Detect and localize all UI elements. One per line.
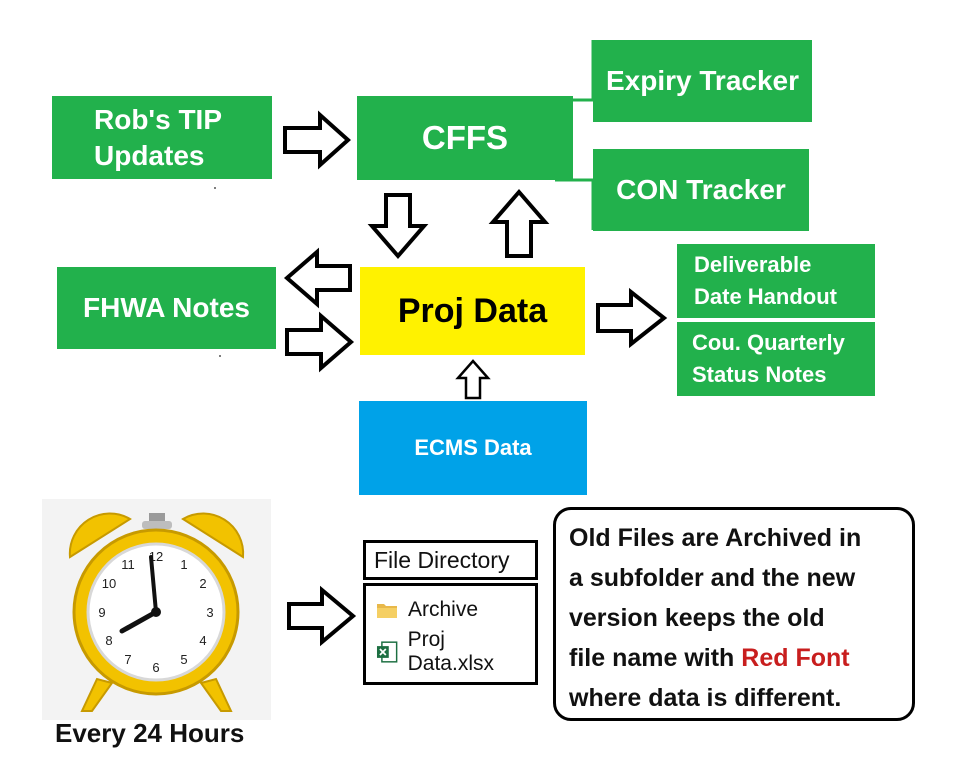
deliverable-line2: Date Handout <box>694 284 837 309</box>
archive-note-line5: where data is different. <box>569 684 842 712</box>
svg-text:9: 9 <box>98 605 105 620</box>
archive-note-line4: file name with Red Font <box>569 638 912 678</box>
quarterly-status-notes-node: Cou. Quarterly Status Notes <box>677 322 875 396</box>
projdata-to-fhwa-arrow <box>283 247 352 309</box>
fhwa-notes-node: FHWA Notes <box>57 267 276 349</box>
robs-tip-updates-label: Rob's TIP Updates <box>94 103 222 171</box>
alarm-clock-panel: 12 1 2 3 4 5 6 7 8 9 10 11 <box>42 499 271 720</box>
schedule-label: Every 24 Hours <box>55 718 245 748</box>
con-tracker-node: CON Tracker <box>593 149 809 231</box>
archive-note-line4-text: file name with <box>569 644 742 672</box>
ecms-to-projdata-arrow <box>455 359 491 400</box>
ecms-data-node: ECMS Data <box>359 401 587 495</box>
svg-text:10: 10 <box>102 576 116 591</box>
proj-data-label: Proj Data <box>397 291 548 330</box>
archive-note: Old Files are Archived in a subfolder an… <box>553 507 915 721</box>
proj-data-node: Proj Data <box>360 267 585 355</box>
expiry-tracker-node: Expiry Tracker <box>593 40 812 122</box>
quarterly-line1: Cou. Quarterly <box>692 330 845 355</box>
archive-note-line3: version keeps the old <box>569 604 825 632</box>
excel-file-icon <box>376 641 398 663</box>
red-font-text: Red Font <box>741 644 850 672</box>
robs-tip-updates-node: Rob's TIP Updates <box>52 96 272 179</box>
file-item-archive-label: Archive <box>408 598 479 621</box>
svg-text:4: 4 <box>199 633 206 648</box>
svg-text:11: 11 <box>121 557 135 572</box>
file-directory-list: Archive Proj Data.xlsx <box>363 583 538 685</box>
cffs-to-expiry-line <box>555 40 595 102</box>
cffs-to-projdata-arrow <box>367 193 429 260</box>
fhwa-to-projdata-arrow <box>285 311 355 373</box>
deliverable-line1: Deliverable <box>694 252 812 277</box>
svg-text:2: 2 <box>199 576 206 591</box>
fhwa-notes-label: FHWA Notes <box>83 292 250 323</box>
con-tracker-label: CON Tracker <box>616 174 786 205</box>
svg-text:5: 5 <box>180 652 187 667</box>
folder-icon <box>377 604 397 618</box>
quarterly-line2: Status Notes <box>692 362 827 387</box>
projdata-to-cffs-arrow <box>488 188 550 258</box>
svg-text:6: 6 <box>152 660 159 675</box>
file-directory-title: File Directory <box>363 540 538 580</box>
archive-note-line1: Old Files are Archived in <box>569 524 862 552</box>
speck <box>214 187 216 189</box>
cffs-node: CFFS <box>357 96 573 180</box>
speck <box>219 355 221 357</box>
alarm-clock-icon: 12 1 2 3 4 5 6 7 8 9 10 11 <box>68 512 245 712</box>
deliverable-date-handout-node: Deliverable Date Handout <box>677 244 875 318</box>
projdata-to-outputs-arrow <box>596 287 668 349</box>
svg-text:8: 8 <box>105 633 112 648</box>
ecms-data-label: ECMS Data <box>414 435 532 460</box>
cffs-label: CFFS <box>421 119 509 156</box>
file-item-proj-data-label: Proj Data.xlsx <box>407 628 494 675</box>
archive-note-line2: a subfolder and the new <box>569 564 856 592</box>
clock-to-directory-arrow <box>287 585 357 647</box>
tip-to-cffs-arrow <box>283 110 352 170</box>
svg-text:3: 3 <box>206 605 213 620</box>
file-item-proj-data-xlsx[interactable]: Proj Data.xlsx <box>376 628 535 675</box>
file-item-archive[interactable]: Archive <box>376 596 478 624</box>
svg-text:1: 1 <box>180 557 187 572</box>
svg-text:7: 7 <box>124 652 131 667</box>
expiry-tracker-label: Expiry Tracker <box>605 65 800 96</box>
cffs-to-con-line <box>555 178 595 230</box>
